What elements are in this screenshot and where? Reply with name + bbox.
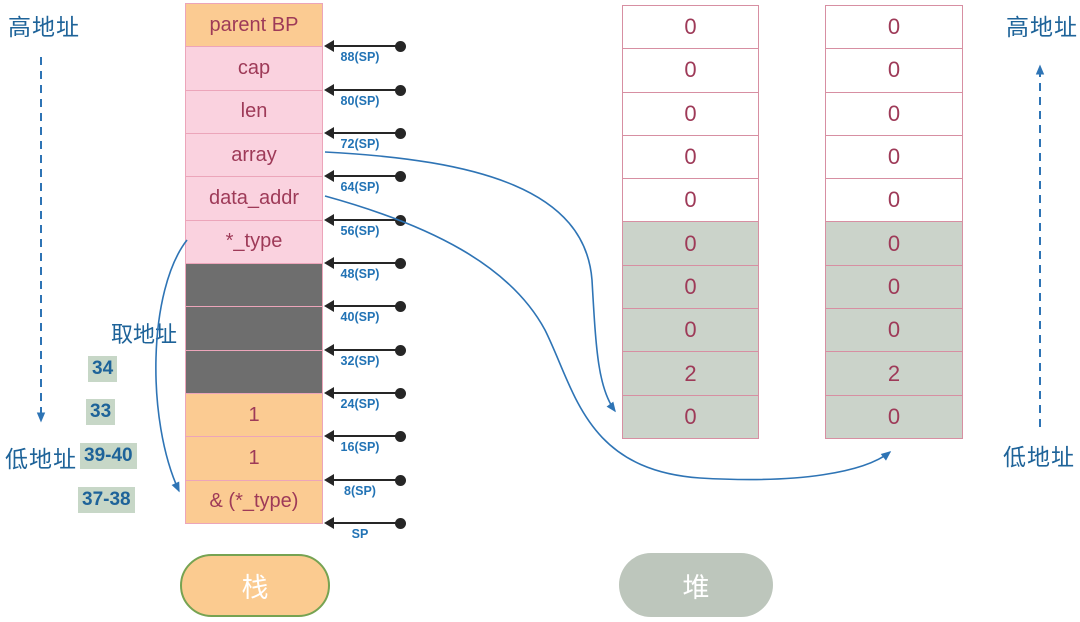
source-line-badge: 37-38 xyxy=(78,487,135,513)
arrow-line xyxy=(332,45,401,48)
left-arrowhead-icon xyxy=(324,83,334,96)
heap-cell: 0 xyxy=(622,221,759,266)
heap-cell: 0 xyxy=(622,394,759,439)
arrow-line xyxy=(332,218,401,221)
arrow-line xyxy=(332,522,401,525)
stack-legend-pill: 栈 xyxy=(180,554,330,617)
sp-offset-label: 64(SP) xyxy=(340,180,380,195)
stack-cell-1: 1 xyxy=(185,392,323,438)
arrow-origin-dot-icon xyxy=(395,84,406,96)
heap-cell: 0 xyxy=(825,5,963,50)
sp-offset-label: 88(SP) xyxy=(340,50,380,65)
heap-cell: 0 xyxy=(622,91,759,136)
stack-cell-1: 1 xyxy=(185,436,323,481)
left-arrowhead-icon xyxy=(324,40,334,53)
arrow-line xyxy=(332,392,401,395)
heap-cell: 0 xyxy=(622,264,759,310)
heap-cell: 0 xyxy=(825,48,963,93)
heap-cell: 0 xyxy=(825,264,963,310)
sp-offset-label: 16(SP) xyxy=(340,440,380,455)
heap-cell: 0 xyxy=(825,178,963,223)
heap-cell: 0 xyxy=(622,134,759,180)
heap-cell: 0 xyxy=(622,48,759,93)
high-address-label-right: 高地址 xyxy=(1006,14,1078,40)
stack-cell-cap: cap xyxy=(185,46,323,91)
left-arrowhead-icon xyxy=(324,127,334,140)
stack-cell-reserved-6 xyxy=(185,262,323,308)
arrow-origin-dot-icon xyxy=(395,474,406,486)
heap-cell: 0 xyxy=(825,91,963,136)
stack-cell-reserved-8 xyxy=(185,349,323,394)
high-address-label-left: 高地址 xyxy=(8,14,80,40)
sp-offset-label: SP xyxy=(351,527,369,542)
heap-cell: 2 xyxy=(622,351,759,396)
sp-offset-label: 24(SP) xyxy=(340,397,380,412)
arrow-line xyxy=(332,435,401,438)
sp-offset-label: 56(SP) xyxy=(340,223,380,238)
arrow-origin-dot-icon xyxy=(395,431,406,443)
heap-cell: 0 xyxy=(825,394,963,439)
heap-cell: 0 xyxy=(622,5,759,50)
sp-offset-label: 40(SP) xyxy=(340,310,380,325)
heap-cell: 0 xyxy=(825,221,963,266)
arrow-line xyxy=(332,478,401,481)
arrow-origin-dot-icon xyxy=(395,41,406,53)
sp-offset-label: 72(SP) xyxy=(340,137,380,152)
heap-cell: 2 xyxy=(825,351,963,396)
heap-cell: 0 xyxy=(825,134,963,180)
arrow-line xyxy=(332,88,401,91)
stack-cell-data-addr: data_addr xyxy=(185,176,323,221)
arrow-origin-dot-icon xyxy=(395,258,406,270)
arrow-origin-dot-icon xyxy=(395,388,406,400)
data-addr-to-heap-arrow xyxy=(324,195,892,481)
stack-cell-type: *_type xyxy=(185,219,323,264)
sp-offset-label: 32(SP) xyxy=(340,353,380,368)
sp-offset-label: 48(SP) xyxy=(340,267,380,282)
take-address-label: 取地址 xyxy=(111,322,178,347)
stack-cell-reserved-7 xyxy=(185,306,323,351)
low-address-label-left: 低地址 xyxy=(5,446,77,472)
arrow-origin-dot-icon xyxy=(395,344,406,356)
stack-cell-parent-bp: parent BP xyxy=(185,3,323,48)
heap-cell: 0 xyxy=(622,308,759,353)
arrow-line xyxy=(332,132,401,135)
stack-cell-type: & (*_type) xyxy=(185,479,323,524)
arrow-line xyxy=(332,305,401,308)
arrow-origin-dot-icon xyxy=(395,518,406,530)
arrow-origin-dot-icon xyxy=(395,214,406,226)
arrow-line xyxy=(332,262,401,265)
source-line-badge: 39-40 xyxy=(80,443,137,469)
heap-cell: 0 xyxy=(825,308,963,353)
source-line-badge: 33 xyxy=(86,399,116,425)
stack-cell-len: len xyxy=(185,89,323,134)
arrow-origin-dot-icon xyxy=(395,128,406,140)
arrow-line xyxy=(332,175,401,178)
heap-cell: 0 xyxy=(622,178,759,223)
source-line-badge: 34 xyxy=(88,356,118,382)
low-address-label-right: 低地址 xyxy=(1003,444,1075,470)
stack-cell-array: array xyxy=(185,132,323,178)
sp-offset-label: 80(SP) xyxy=(340,93,380,108)
heap-legend-pill: 堆 xyxy=(619,553,773,617)
arrow-origin-dot-icon xyxy=(395,171,406,183)
take-address-arrow xyxy=(155,239,188,493)
sp-offset-label: 8(SP) xyxy=(344,483,376,498)
arrow-line xyxy=(332,348,401,351)
left-arrowhead-icon xyxy=(324,517,334,530)
arrow-origin-dot-icon xyxy=(395,301,406,313)
